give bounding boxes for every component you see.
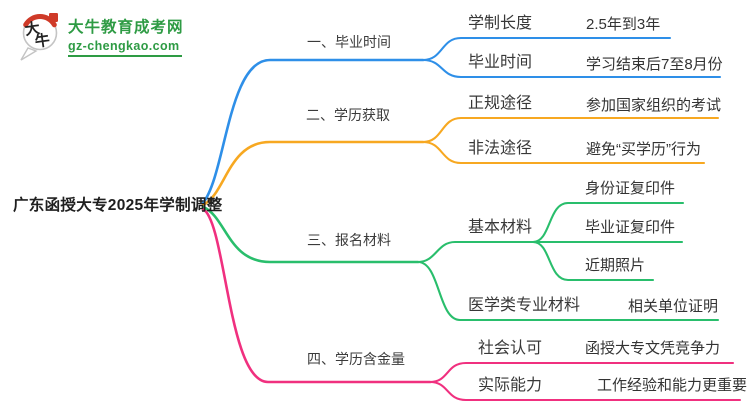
branch4-label: 四、学历含金量 [307, 351, 405, 367]
branch3-leaf1-line [531, 201, 685, 244]
branch2-child2-line [421, 140, 706, 165]
branch2-child2-leaf: 避免“买学历”行为 [586, 141, 701, 158]
branch4-child1-leaf: 函授大专文凭竞争力 [585, 340, 721, 357]
branch4-main-line [201, 207, 432, 384]
branch1-child2-label: 毕业时间 [468, 54, 533, 71]
site-logo[interactable]: 大 牛 大牛教育成考网 gz-chengkao.com [18, 10, 184, 62]
root-node: 广东函授大专2025年学制调整 [13, 197, 223, 214]
branch1-child2-leaf: 学习结束后7至8月份 [586, 56, 723, 73]
branch3-main-line [201, 205, 420, 264]
branch2-label: 二、学历获取 [306, 107, 390, 123]
branch1-child1-line [421, 36, 672, 62]
branch2-child2-label: 非法途径 [468, 140, 533, 157]
branch3-leaf-id-copy: 身份证复印件 [585, 180, 676, 197]
branch3-leaf3-line [531, 240, 655, 282]
logo-char-1: 大 [24, 19, 41, 39]
branch1-child2-line [421, 58, 722, 79]
branch3-child2-leaf: 相关单位证明 [628, 298, 719, 315]
branch3-leaf-photo: 近期照片 [585, 257, 646, 274]
branch4-child1-label: 社会认可 [478, 340, 543, 357]
branch3-child1-line [416, 240, 684, 264]
branch3-label: 三、报名材料 [307, 232, 391, 248]
branch3-child2-line [416, 260, 720, 322]
branch2-child1-leaf: 参加国家组织的考试 [586, 97, 722, 114]
branch3-leaf-diploma-copy: 毕业证复印件 [585, 219, 676, 236]
branch1-main-line [201, 58, 425, 205]
branch4-child2-label: 实际能力 [478, 377, 543, 394]
branch1-label: 一、毕业时间 [307, 34, 391, 50]
branch3-child1-label: 基本材料 [468, 219, 533, 236]
logo-site-name: 大牛教育成考网 [68, 19, 184, 36]
branch1-child1-label: 学制长度 [468, 15, 533, 32]
branch2-child1-line [421, 116, 720, 144]
logo-bull-icon: 大 牛 [20, 13, 58, 61]
branch1-child1-leaf: 2.5年到3年 [586, 16, 661, 33]
branch4-child2-line [428, 380, 742, 402]
branch3-child2-label: 医学类专业材料 [468, 297, 581, 314]
branch2-child1-label: 正规途径 [468, 95, 533, 112]
logo-site-url: gz-chengkao.com [68, 38, 182, 57]
logo-char-2: 牛 [34, 31, 51, 51]
branch4-child2-leaf: 工作经验和能力更重要 [597, 377, 748, 394]
branch2-main-line [201, 140, 425, 207]
branch4-child1-line [428, 361, 735, 384]
